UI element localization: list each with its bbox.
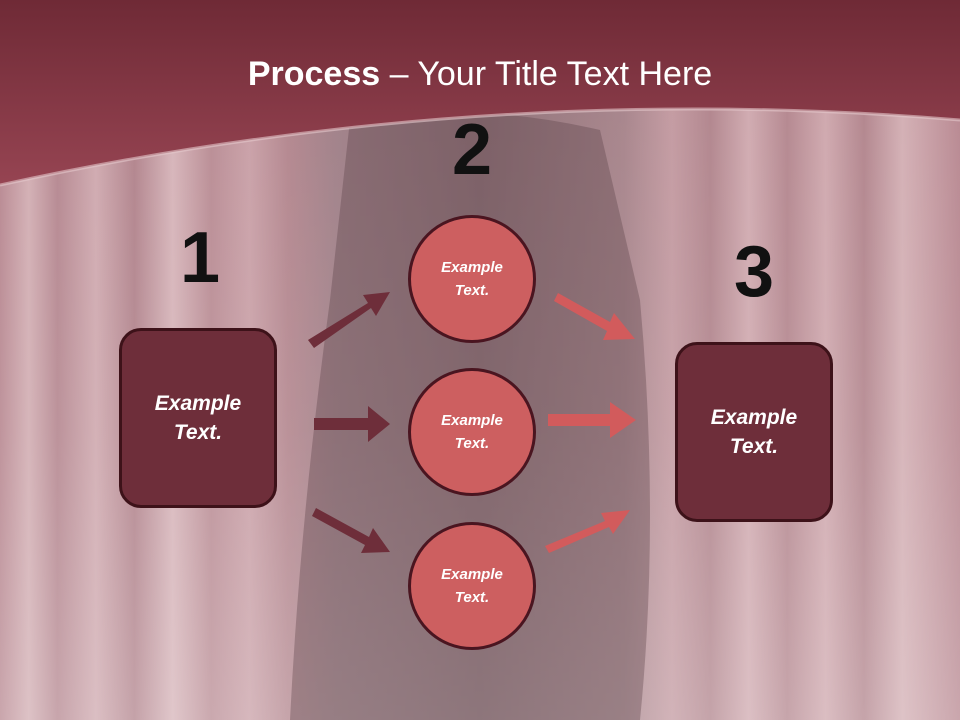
arrow-bot-to-right [545,510,630,553]
circle-node-bottom: Example Text. [408,522,536,650]
step-number-1: 1 [179,218,221,298]
step-number-3: 3 [733,232,775,312]
arrow-left-to-top [308,292,390,348]
step-box-right-label: Example Text. [710,406,798,458]
arrow-left-to-bot [312,508,390,553]
step-number-2: 2 [451,110,493,190]
circle-node-bottom-label: Example Text. [441,566,503,606]
step-box-left-label: Example Text. [154,392,242,444]
arrow-left-to-mid [314,406,390,442]
circle-node-middle-label: Example Text. [441,412,503,452]
title-rest: – Your Title Text Here [380,55,713,93]
title-bold: Process [247,55,381,93]
circle-node-top: Example Text. [408,215,536,343]
step-box-right: Example Text. [675,342,833,522]
arrow-mid-to-right [548,402,636,438]
circle-node-top-label: Example Text. [441,259,503,299]
slide-title: Process – Your Title Text Here [0,52,960,96]
arrow-top-to-right [554,293,635,340]
circle-node-middle: Example Text. [408,368,536,496]
step-box-left: Example Text. [119,328,277,508]
